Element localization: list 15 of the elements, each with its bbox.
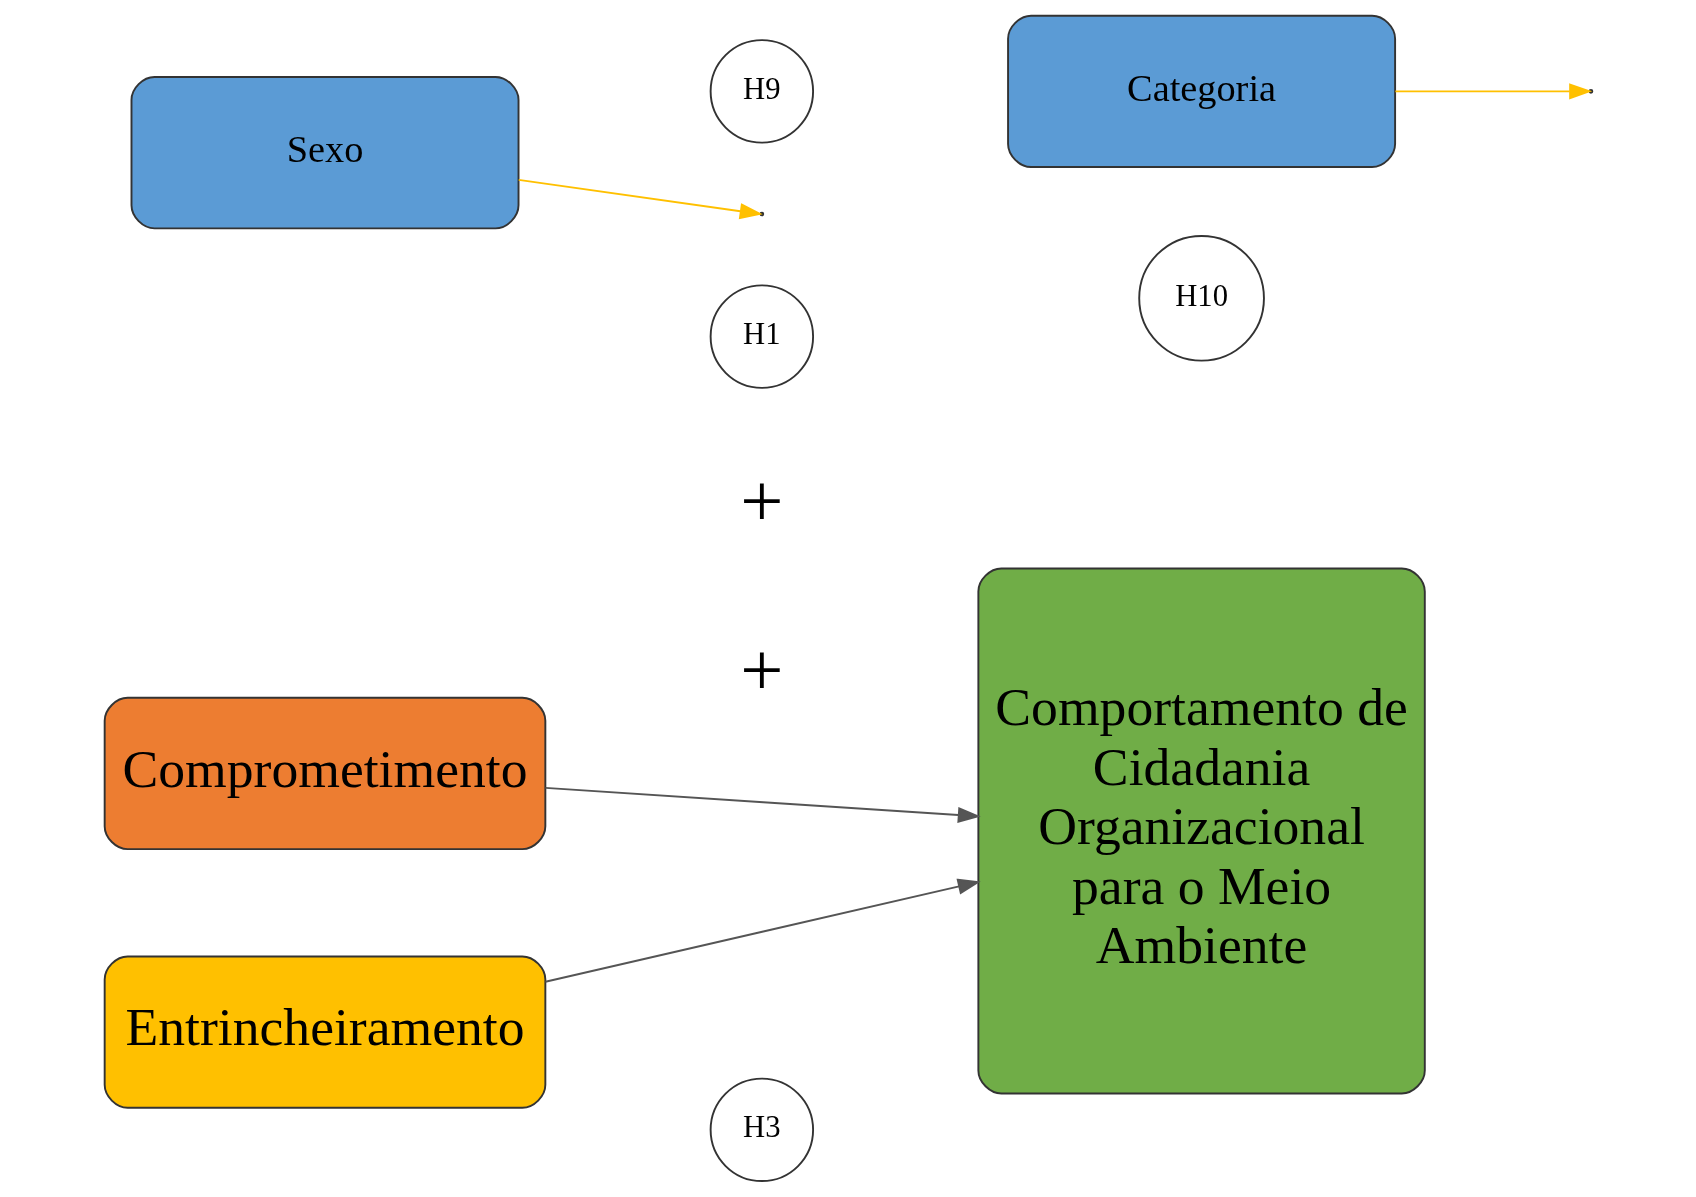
node-box: Sexo — [130, 76, 519, 230]
label: + — [739, 458, 783, 544]
node-circle: H9 — [709, 39, 814, 144]
arrow — [1393, 83, 1592, 100]
node-box: Categoria — [1006, 14, 1396, 168]
node-box: Entrincheiramento — [103, 955, 546, 1109]
node-box: Comportamento de Cidadania Organizacional para o Meio Ambiente — [976, 567, 1426, 1095]
node-box: Comprometimento — [103, 696, 546, 851]
label: + — [739, 626, 783, 712]
arrow — [544, 878, 981, 983]
node-circle: H10 — [1137, 234, 1265, 362]
arrow — [517, 178, 763, 220]
arrow — [544, 786, 981, 824]
node-circle: H3 — [709, 1077, 814, 1183]
node-circle: H1 — [709, 284, 814, 389]
